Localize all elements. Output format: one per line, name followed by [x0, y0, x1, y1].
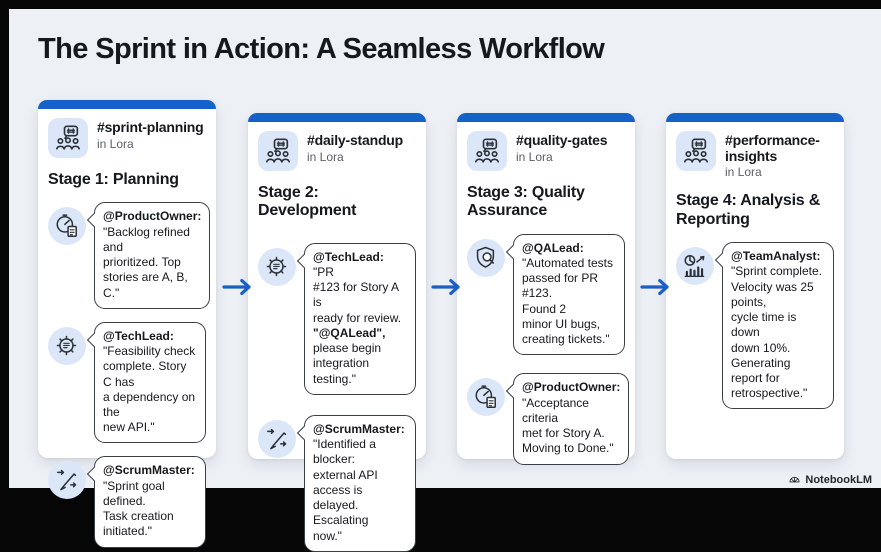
- pie-bars-trend-icon: [676, 247, 714, 286]
- message-bubble: @ProductOwner: "Acceptance criteria met …: [513, 373, 630, 465]
- channel-workspace: in Lora: [516, 149, 553, 164]
- message-text: "Acceptance criteria met for Story A. Mo…: [522, 395, 614, 456]
- notebooklm-fan-icon: [788, 473, 801, 486]
- channel-name: #daily-standup: [307, 132, 403, 148]
- message-bubble: @TeamAnalyst: "Sprint complete. Velocity…: [722, 242, 834, 410]
- message-author: @TeamAnalyst:: [731, 249, 821, 264]
- stage-card-analysis-reporting: #performance-insights in Lora Stage 4: A…: [666, 113, 844, 459]
- channel-header: #quality-gates in Lora: [467, 131, 625, 171]
- channel-text: #daily-standup in Lora: [307, 131, 403, 164]
- page-title: The Sprint in Action: A Seamless Workflo…: [38, 33, 605, 65]
- hand-pen-arrows-icon: [258, 419, 296, 458]
- message-text: "Sprint complete. Velocity was 25 points…: [731, 264, 822, 401]
- right-arrow-icon: [640, 279, 669, 295]
- stage-heading: Stage 3: Quality Assurance: [467, 184, 585, 220]
- channel-name: #sprint-planning: [97, 119, 204, 135]
- message-author: @ScrumMaster:: [103, 463, 195, 478]
- stage-card-quality-assurance: #quality-gates in Lora Stage 3: Quality …: [457, 113, 635, 465]
- channel-people-hash-icon: [676, 131, 716, 171]
- chat-message: @ProductOwner: "Acceptance criteria met …: [467, 373, 630, 465]
- message-bubble: @TechLead: "PR #123 for Story A is ready…: [304, 242, 416, 395]
- right-arrow-icon: [431, 279, 460, 295]
- channel-header: #sprint-planning in Lora: [48, 118, 206, 158]
- chat-message: @QALead: "Automated tests passed for PR …: [467, 233, 625, 356]
- message-text-2: please begin integration testing.": [313, 341, 382, 386]
- chat-message: @ScrumMaster: "Sprint goal defined. Task…: [48, 456, 206, 548]
- channel-text: #performance-insights in Lora: [725, 131, 834, 179]
- channel-name: #performance-insights: [725, 132, 820, 164]
- channel-workspace: in Lora: [725, 165, 762, 180]
- message-text: "Identified a blocker: external API acce…: [313, 437, 378, 543]
- gear-document-icon: [48, 326, 86, 365]
- shield-magnifier-icon: [467, 238, 505, 277]
- channel-text: #quality-gates in Lora: [516, 131, 608, 164]
- message-bubble: @ProductOwner: "Backlog refined and prio…: [94, 202, 211, 309]
- brand-footer: NotebookLM: [788, 473, 872, 486]
- message-author: @TechLead:: [313, 249, 384, 264]
- stage-card-planning: #sprint-planning in Lora Stage 1: Planni…: [38, 100, 216, 548]
- gauge-document-icon: [467, 378, 505, 417]
- stage-heading: Stage 1: Planning: [48, 171, 179, 188]
- stage-card-development: #daily-standup in Lora Stage 2: Developm…: [248, 113, 426, 552]
- message-text: "Backlog refined and prioritized. Top st…: [103, 224, 190, 300]
- message-author: @ScrumMaster:: [313, 421, 405, 436]
- channel-workspace: in Lora: [307, 149, 344, 164]
- message-text: "Automated tests passed for PR #123. Fou…: [522, 256, 613, 347]
- message-text: "Sprint goal defined. Task creation init…: [103, 478, 174, 539]
- message-mention: "@QALead",: [313, 325, 386, 340]
- brand-name: NotebookLM: [805, 473, 872, 486]
- channel-people-hash-icon: [48, 118, 88, 158]
- channel-name: #quality-gates: [516, 132, 608, 148]
- stage-heading: Stage 2: Development: [258, 184, 357, 220]
- chat-message: @TeamAnalyst: "Sprint complete. Velocity…: [676, 242, 834, 410]
- message-text: "Feasibility check complete. Story C has…: [103, 344, 196, 435]
- hand-pen-arrows-icon: [48, 461, 86, 500]
- message-author: @ProductOwner:: [103, 209, 202, 224]
- message-bubble: @ScrumMaster: "Identified a blocker: ext…: [304, 414, 416, 552]
- channel-header: #performance-insights in Lora: [676, 131, 834, 179]
- message-text: "PR #123 for Story A is ready for review…: [313, 265, 402, 325]
- right-arrow-icon: [222, 279, 251, 295]
- gear-document-icon: [258, 247, 296, 286]
- message-author: @QALead:: [522, 240, 584, 255]
- message-author: @TechLead:: [103, 328, 174, 343]
- chat-message: @TechLead: "PR #123 for Story A is ready…: [258, 242, 416, 395]
- message-bubble: @ScrumMaster: "Sprint goal defined. Task…: [94, 456, 206, 548]
- chat-message: @TechLead: "Feasibility check complete. …: [48, 321, 206, 444]
- gauge-document-icon: [48, 207, 86, 246]
- channel-people-hash-icon: [467, 131, 507, 171]
- stage-heading: Stage 4: Analysis & Reporting: [676, 192, 821, 228]
- channel-text: #sprint-planning in Lora: [97, 118, 204, 151]
- message-author: @ProductOwner:: [522, 380, 621, 395]
- chat-message: @ProductOwner: "Backlog refined and prio…: [48, 202, 211, 309]
- channel-workspace: in Lora: [97, 136, 134, 151]
- message-bubble: @QALead: "Automated tests passed for PR …: [513, 233, 625, 356]
- channel-people-hash-icon: [258, 131, 298, 171]
- message-bubble: @TechLead: "Feasibility check complete. …: [94, 321, 206, 444]
- chat-message: @ScrumMaster: "Identified a blocker: ext…: [258, 414, 416, 552]
- channel-header: #daily-standup in Lora: [258, 131, 416, 171]
- slide-canvas: The Sprint in Action: A Seamless Workflo…: [9, 9, 881, 552]
